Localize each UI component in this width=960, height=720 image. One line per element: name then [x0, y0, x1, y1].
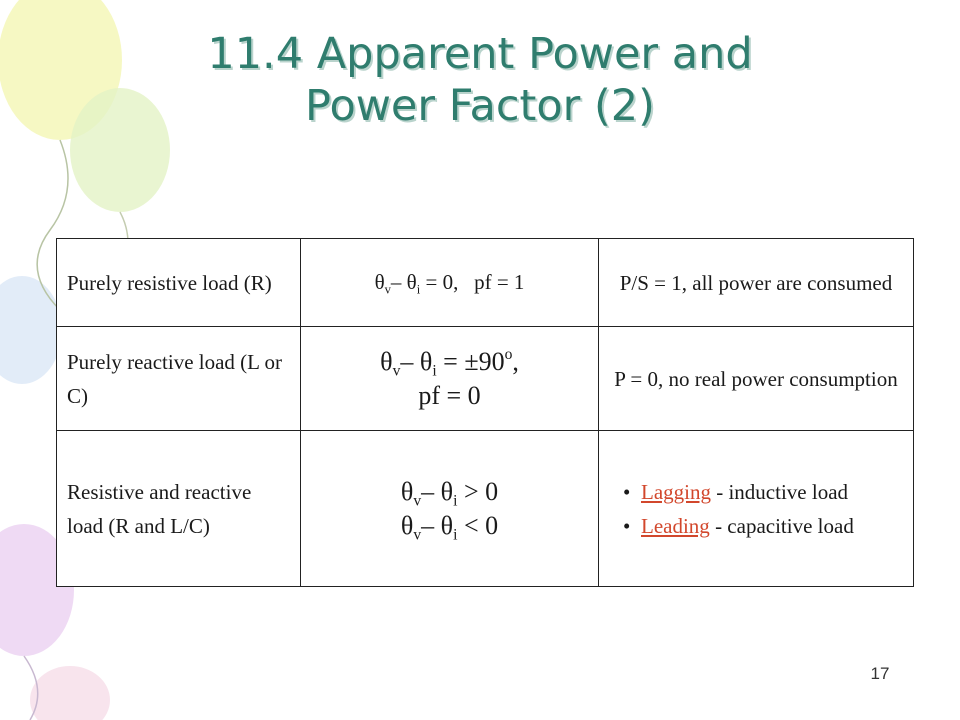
lagging-term: Lagging: [641, 479, 711, 504]
phase-condition-cell: θv– θi = ±90o, pf = 0: [300, 326, 599, 431]
balloon-string: [23, 655, 39, 720]
load-type-cell: Resistive and reactive load (R and L/C): [56, 430, 301, 587]
phase-condition-cell: θv– θi = 0, pf = 1: [300, 238, 599, 327]
balloon-pink: [30, 666, 110, 720]
slide-title-line-2: Power Factor (2): [305, 81, 655, 131]
result-cell: P/S = 1, all power are consumed: [598, 238, 914, 327]
load-type-cell: Purely resistive load (R): [56, 238, 301, 327]
bullet-icon: •: [623, 513, 631, 538]
phase-condition-line: θv– θi = ±90o,: [380, 345, 519, 379]
list-item: •Leading - capacitive load: [623, 509, 893, 543]
table-row: Purely resistive load (R) θv– θi = 0, pf…: [56, 238, 914, 327]
result-cell: •Lagging - inductive load •Leading - cap…: [598, 430, 914, 587]
slide-title: 11.4 Apparent Power and Power Factor (2): [60, 28, 900, 132]
phase-condition-line: θv– θi < 0: [400, 510, 499, 543]
phase-condition-cell: θv– θi > 0 θv– θi < 0: [300, 430, 599, 587]
phase-condition-line: θv– θi > 0: [400, 476, 499, 509]
page-number: 17: [870, 664, 890, 683]
balloon-blue: [0, 276, 62, 384]
balloon-purple: [0, 524, 74, 656]
bullet-icon: •: [623, 479, 631, 504]
table-row: Purely reactive load (L or C) θv– θi = ±…: [56, 326, 914, 431]
result-cell: P = 0, no real power consumption: [598, 326, 914, 431]
load-behaviour-list: •Lagging - inductive load •Leading - cap…: [611, 475, 901, 543]
balloon-green: [70, 88, 170, 212]
slide-title-line-1: 11.4 Apparent Power and: [207, 29, 753, 79]
power-factor-table: Purely resistive load (R) θv– θi = 0, pf…: [56, 238, 914, 587]
table-row: Resistive and reactive load (R and L/C) …: [56, 430, 914, 587]
list-item: •Lagging - inductive load: [623, 475, 893, 509]
load-type-cell: Purely reactive load (L or C): [56, 326, 301, 431]
power-factor-line: pf = 0: [418, 380, 481, 410]
leading-term: Leading: [641, 513, 710, 538]
balloon-string: [36, 139, 69, 311]
